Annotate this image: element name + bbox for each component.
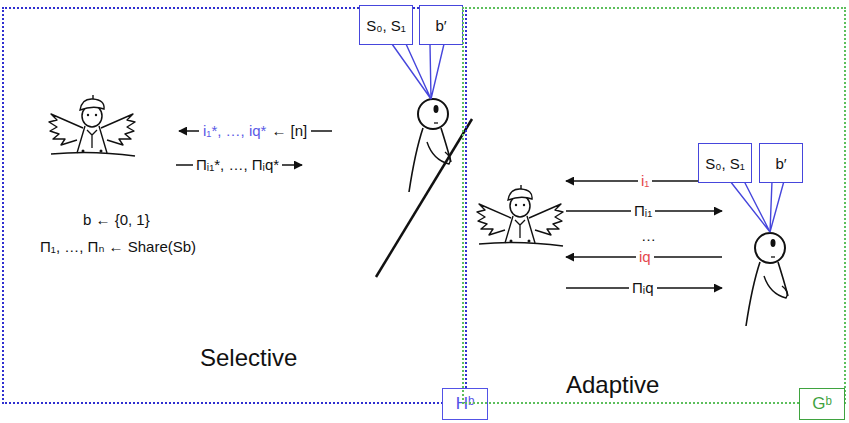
game-tag: Hᵇ (442, 388, 488, 420)
bit-sampling: b ← {0, 1} (83, 211, 150, 229)
speech-bubble: b′ (759, 143, 803, 183)
speech-tail (430, 44, 444, 99)
adversary-figure (746, 233, 788, 326)
speech-tail (730, 181, 770, 232)
speech-bubble: S₀, S₁ (698, 143, 752, 183)
game-tag: Gᵇ (799, 388, 845, 420)
speech-tail (770, 181, 784, 232)
message-label: Πᵢ₁*, …, Πᵢq* (193, 156, 282, 174)
query-index: i₁ (638, 172, 652, 190)
bubble-text: b′ (775, 155, 786, 172)
game-name: Selective (200, 344, 297, 373)
speech-bubble: b′ (419, 5, 463, 45)
message-label: Πᵢ₁ (631, 202, 655, 220)
game-name: Hᵇ (456, 394, 475, 414)
speech-tail (392, 44, 431, 99)
message-label: Πᵢq (629, 279, 657, 297)
query-index: iq (636, 248, 654, 266)
game-name: Gᵇ (812, 394, 832, 414)
separator-slash (376, 119, 472, 277)
ellipsis: … (641, 227, 656, 245)
challenger-angel (477, 185, 563, 246)
bubble-text: S₀, S₁ (366, 17, 406, 34)
share-step: Π₁, …, Πₙ ← Share(Sb) (40, 238, 196, 256)
arrow-label: i₁*, …, iq* ← [n] (199, 122, 311, 140)
challenger-angel (49, 95, 135, 156)
query-indices: i₁*, …, iq* (203, 122, 266, 140)
speech-tails (392, 44, 784, 232)
message-arrows (176, 131, 722, 288)
adversary-figure (409, 99, 451, 192)
game-name: Adaptive (566, 371, 659, 400)
speech-bubble: S₀, S₁ (359, 5, 413, 45)
bubble-text: b′ (435, 17, 446, 34)
bubble-text: S₀, S₁ (705, 155, 745, 172)
sample-set: ← [n] (271, 122, 307, 140)
